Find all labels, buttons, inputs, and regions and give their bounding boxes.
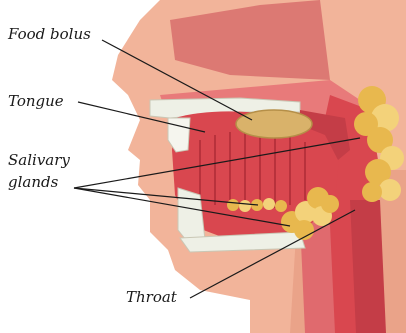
label-food-bolus: Food bolus [8,24,91,44]
label-tongue: Tongue [8,91,64,111]
label-salivary-line1: Salivary [8,150,70,170]
label-throat: Throat [126,287,177,307]
food-bolus [236,110,312,138]
label-salivary-line2: glands [8,172,58,192]
esophagus [350,200,386,333]
